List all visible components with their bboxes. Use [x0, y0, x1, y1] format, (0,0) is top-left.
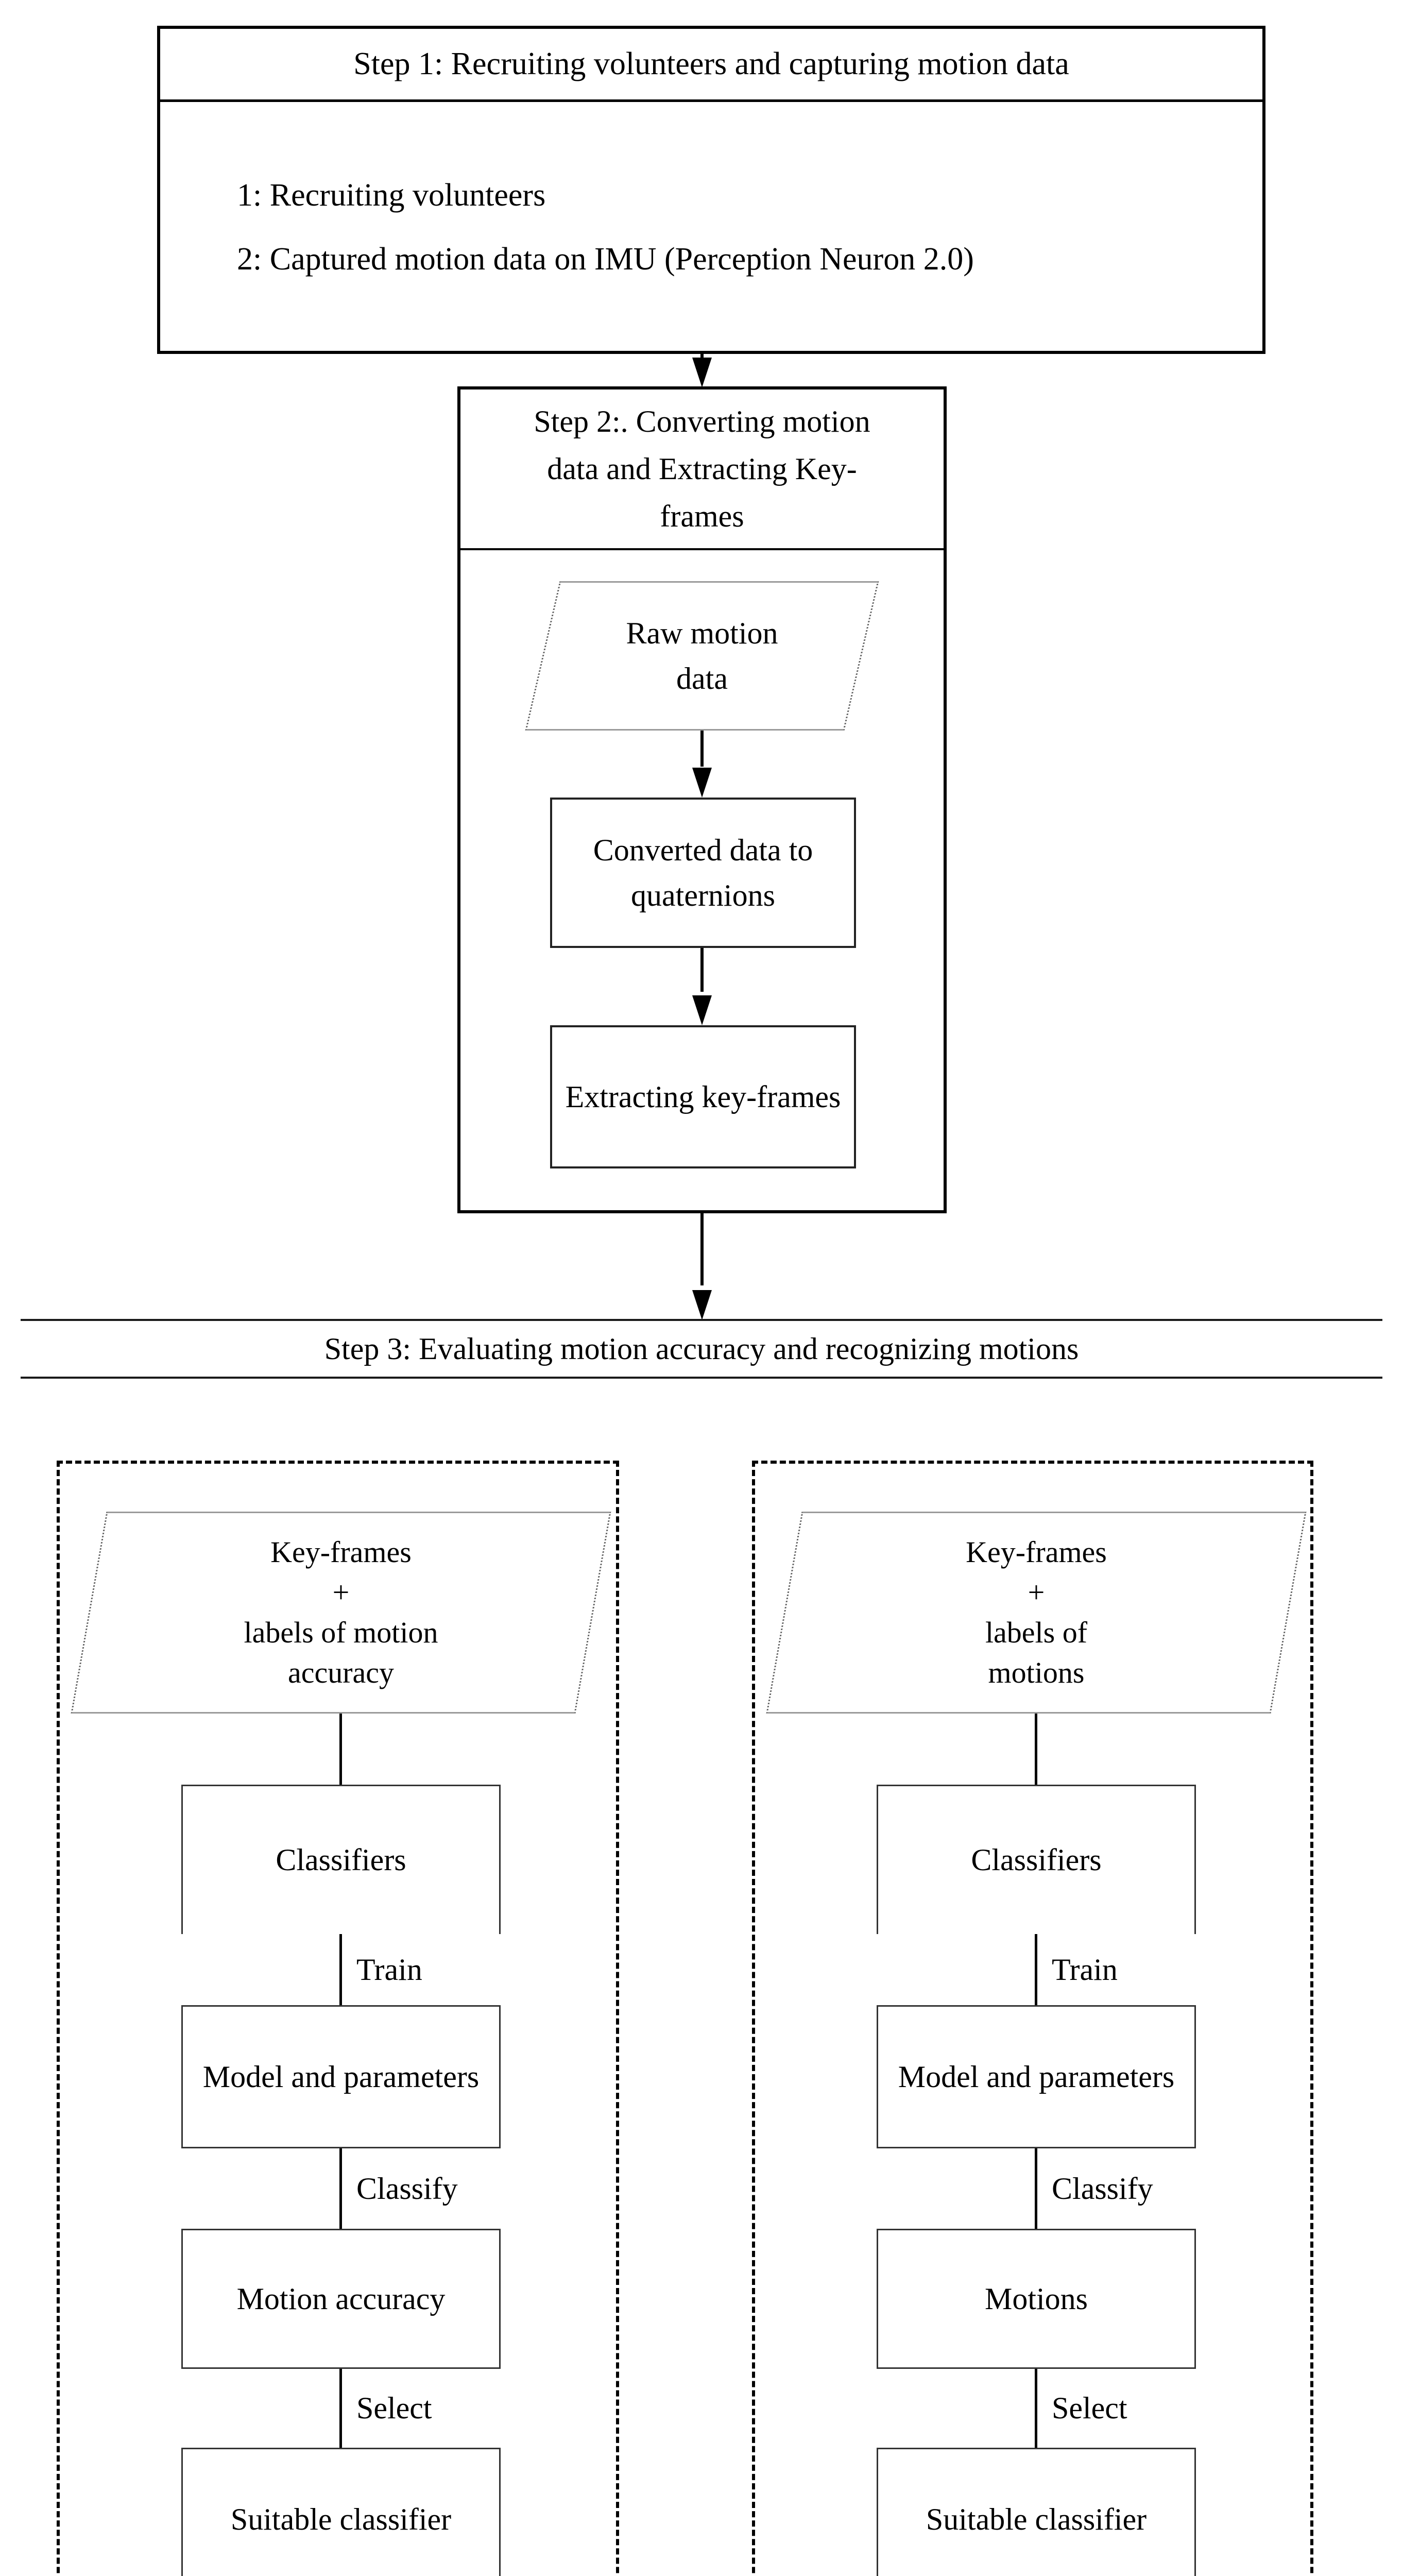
keyframes-labels-text: Key-frames + labels of motion accuracy: [244, 1535, 438, 1689]
motions-box: Motions: [877, 2229, 1196, 2369]
classifiers-box: Classifiers: [877, 1785, 1196, 1934]
model-parameters-box: Model and parameters: [877, 2005, 1196, 2148]
connector-classify: [1035, 2148, 1037, 2229]
panel-evaluating-motion-accuracy: Key-frames + labels of motion accuracy C…: [57, 1461, 619, 2576]
panel-recognizing-motions: Key-frames + labels of motions Classifie…: [752, 1461, 1313, 2576]
classify-edge-label: Classify: [1052, 2172, 1153, 2206]
keyframes-labels-text: Key-frames + labels of motions: [966, 1535, 1107, 1689]
arrow-down-icon: [692, 995, 712, 1025]
arrow-down-icon: [692, 358, 712, 387]
step3-bottom-rule: [21, 1377, 1382, 1379]
train-edge-label: Train: [356, 1953, 422, 1987]
step1-box: Step 1: Recruiting volunteers and captur…: [157, 26, 1265, 354]
classifiers-box: Classifiers: [181, 1785, 501, 1934]
step3-title: Step 3: Evaluating motion accuracy and r…: [324, 1332, 1079, 1366]
suitable-classifier-box: Suitable classifier: [877, 2448, 1196, 2576]
connector-select: [1035, 2369, 1037, 2448]
suitable-classifier-box: Suitable classifier: [181, 2448, 501, 2576]
converted-data-box: Converted data to quaternions: [550, 798, 856, 948]
select-edge-label: Select: [1052, 2391, 1127, 2425]
step1-title: Step 1: Recruiting volunteers and captur…: [160, 29, 1262, 102]
connector-select: [339, 2369, 342, 2448]
step2-box: Step 2:. Converting motion data and Extr…: [457, 386, 947, 1213]
select-edge-label: Select: [356, 2391, 432, 2425]
arrow-down-icon: [692, 1290, 712, 1320]
step3-top-rule: [21, 1319, 1382, 1321]
arrow-down-icon: [692, 768, 712, 798]
step1-item-recruiting: 1: Recruiting volunteers: [237, 178, 546, 213]
connector-raw-converted: [700, 731, 704, 767]
raw-motion-data-parallelogram: Raw motion data: [525, 581, 879, 731]
connector-converted-extracting: [700, 948, 704, 992]
connector-train: [339, 1934, 342, 2005]
motion-accuracy-box: Motion accuracy: [181, 2229, 501, 2369]
connector-input-classifiers: [1035, 1714, 1037, 1785]
model-parameters-box: Model and parameters: [181, 2005, 501, 2148]
connector-step2-step3: [700, 1213, 704, 1285]
extracting-keyframes-box: Extracting key-frames: [550, 1025, 856, 1168]
connector-train: [1035, 1934, 1037, 2005]
keyframes-labels-parallelogram: Key-frames + labels of motion accuracy: [71, 1512, 611, 1714]
connector-input-classifiers: [339, 1714, 342, 1785]
connector-classify: [339, 2148, 342, 2229]
raw-motion-data-label: Raw motion data: [626, 616, 778, 696]
classify-edge-label: Classify: [356, 2172, 458, 2206]
step2-title: Step 2:. Converting motion data and Extr…: [460, 389, 944, 550]
step1-item-captured: 2: Captured motion data on IMU (Percepti…: [237, 242, 974, 277]
keyframes-labels-parallelogram: Key-frames + labels of motions: [766, 1512, 1307, 1714]
train-edge-label: Train: [1052, 1953, 1118, 1987]
